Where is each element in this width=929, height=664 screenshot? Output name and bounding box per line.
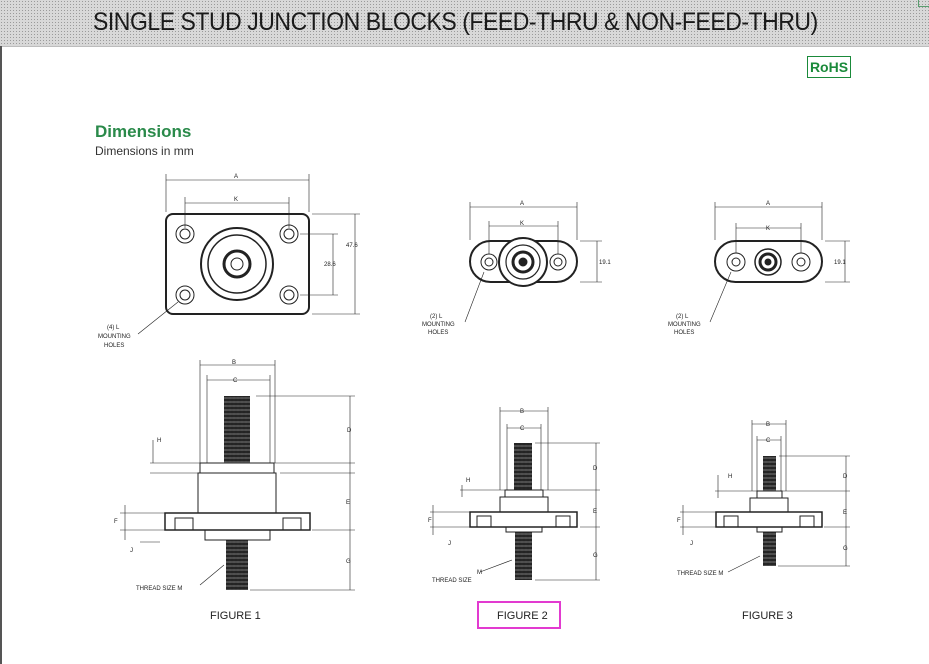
holes-label: (2) L [676, 314, 689, 320]
thread-label: THREAD SIZE M [136, 586, 182, 592]
holes-label: MOUNTING [422, 322, 455, 328]
thread-label: THREAD SIZE [432, 578, 472, 584]
dim-label: E [843, 510, 847, 516]
dim-label: C [520, 426, 525, 432]
dim-label: 19.1 [599, 260, 611, 266]
dim-label: B [232, 360, 236, 366]
figure2-selection-highlight[interactable] [477, 601, 561, 629]
dim-label: C [766, 438, 771, 444]
corner-tag [918, 0, 929, 7]
figure1-side-view [120, 360, 355, 591]
holes-label: HOLES [104, 343, 124, 349]
dim-label: J [130, 548, 133, 554]
dim-label: 47.6 [346, 243, 358, 249]
dim-label: F [428, 518, 432, 524]
dim-label: E [593, 509, 597, 515]
figure3-top-view [709, 202, 850, 323]
dim-label: D [347, 428, 352, 434]
dim-label: D [593, 466, 598, 472]
dim-label: J [448, 541, 451, 547]
dim-label: G [593, 553, 598, 559]
figure2-top-view [464, 202, 602, 323]
dim-label: J [690, 541, 693, 547]
dim-label: K [766, 226, 770, 232]
mounting-hole [549, 253, 567, 271]
figure1-caption: FIGURE 1 [210, 610, 261, 622]
dim-label: K [520, 221, 524, 227]
figure1-top-view [137, 174, 360, 335]
figure2-side-view [430, 407, 600, 581]
holes-label: MOUNTING [98, 334, 131, 340]
mounting-hole [279, 285, 299, 305]
section-title: Dimensions [95, 122, 192, 141]
mounting-hole [175, 285, 195, 305]
page-edge [0, 46, 2, 664]
mounting-hole [480, 253, 498, 271]
dim-label: 28.6 [324, 262, 336, 268]
dim-label: C [233, 378, 238, 384]
section-subtitle: Dimensions in mm [95, 144, 194, 158]
dim-label: G [843, 546, 848, 552]
dim-label: H [157, 438, 161, 444]
figure3-caption: FIGURE 3 [742, 610, 793, 622]
thread-label: THREAD SIZE M [677, 571, 723, 577]
mounting-hole [726, 252, 746, 272]
holes-label: (2) L [430, 314, 443, 320]
dim-label: F [114, 519, 118, 525]
dim-label: A [766, 201, 770, 207]
dim-label: B [766, 422, 770, 428]
dim-label: H [728, 474, 732, 480]
rohs-badge: RoHS [807, 56, 851, 78]
figure2-caption: FIGURE 2 [497, 610, 548, 622]
holes-label: MOUNTING [668, 322, 701, 328]
holes-label: HOLES [674, 330, 694, 336]
dim-label: H [466, 478, 470, 484]
dim-label: A [234, 174, 238, 180]
mounting-hole [791, 252, 811, 272]
page-title: SINGLE STUD JUNCTION BLOCKS (FEED-THRU &… [93, 8, 818, 36]
dim-label: G [346, 559, 351, 565]
dim-label: A [520, 201, 524, 207]
dim-label: E [346, 500, 350, 506]
dim-label: B [520, 409, 524, 415]
holes-label: (4) L [107, 325, 120, 331]
dim-label: D [843, 474, 848, 480]
holes-label: HOLES [428, 330, 448, 336]
header-band [0, 0, 929, 47]
dim-label: 19.1 [834, 260, 846, 266]
dim-label: F [677, 518, 681, 524]
dim-label: M [477, 570, 482, 576]
figure3-side-view [680, 420, 850, 573]
dim-label: K [234, 197, 238, 203]
